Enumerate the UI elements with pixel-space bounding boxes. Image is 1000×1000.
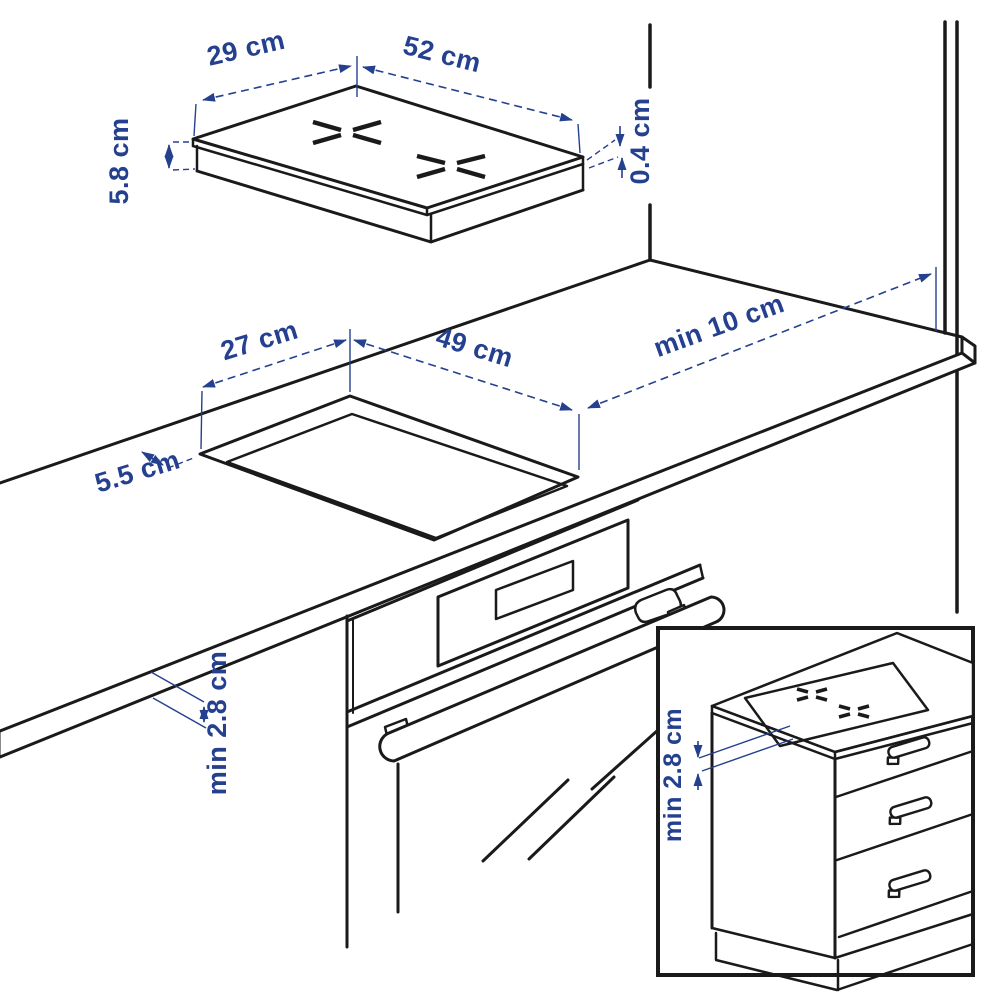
back-edge-gap-label: 5.5 cm [91, 444, 183, 498]
drawer-handle [888, 796, 933, 826]
inset-induction-marks [796, 687, 870, 719]
built-in-oven-illustration [345, 498, 726, 949]
induction-zone-marks [312, 119, 486, 180]
glass-reflection-lines [481, 720, 669, 863]
cooktop-depth-label: 29 cm [204, 25, 288, 72]
worktop-illustration [0, 258, 977, 759]
oven-door-handle [378, 595, 726, 763]
oven-display [494, 559, 575, 621]
drawer-handle [886, 736, 931, 766]
cooktop-illustration [191, 84, 585, 244]
wall-clearance-label: min 10 cm [650, 288, 789, 363]
inset-cabinet-illustration [710, 631, 975, 992]
cooktop-height-label: 5.8 cm [104, 117, 134, 204]
cooktop-width-label: 52 cm [400, 30, 484, 78]
hob-cutout [198, 394, 580, 542]
inset-clearance-label: min 2.8 cm [659, 708, 687, 842]
worktop-thickness-label: min 2.8 cm [202, 651, 232, 796]
cooktop-rim-label: 0.4 cm [625, 97, 655, 184]
cutout-width-label: 49 cm [432, 321, 516, 373]
cutout-depth-label: 27 cm [217, 314, 301, 366]
drawer-handle [887, 869, 932, 899]
inset-detail-box: min 2.8 cm [656, 626, 975, 992]
inset-clearance-dimension: min 2.8 cm [659, 708, 794, 842]
wall-corner-lines [648, 20, 959, 614]
